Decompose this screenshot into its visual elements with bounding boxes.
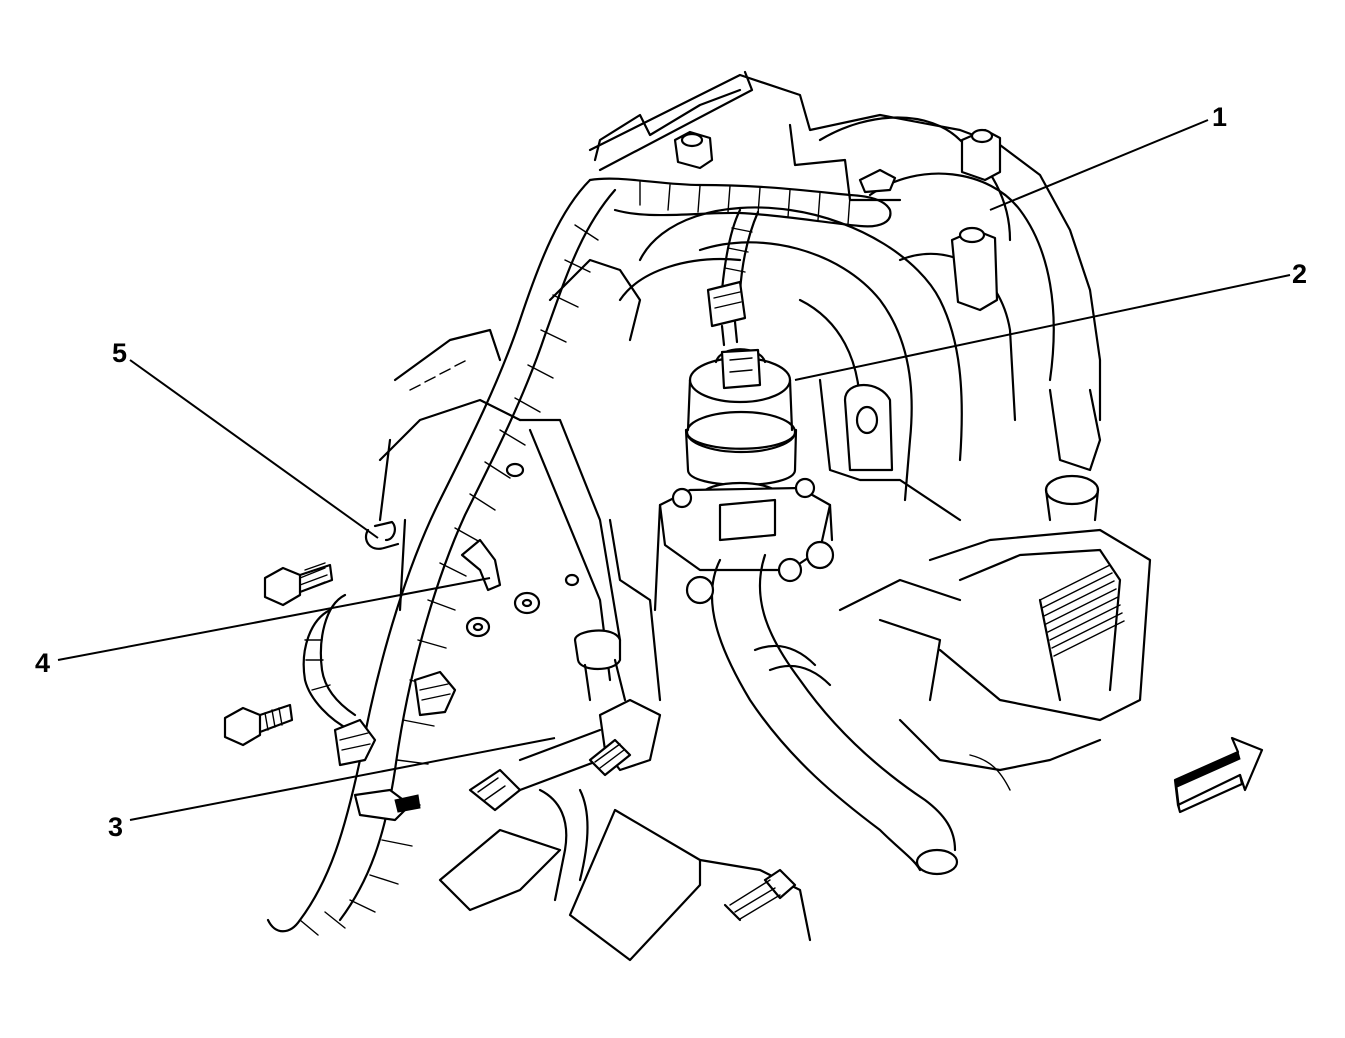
heat-shield bbox=[438, 808, 812, 962]
leader-1 bbox=[989, 119, 1209, 211]
callout-3: 3 bbox=[108, 812, 123, 842]
leader-4 bbox=[57, 577, 491, 661]
front-of-vehicle-arrow-icon bbox=[1173, 736, 1264, 814]
leader-3 bbox=[129, 737, 556, 821]
callout-1: 1 bbox=[1212, 102, 1227, 132]
large-hose bbox=[685, 540, 959, 876]
harness-connectors bbox=[333, 670, 457, 767]
callout-2: 2 bbox=[1292, 259, 1307, 289]
leader-lines bbox=[57, 119, 1291, 821]
bolt-upper bbox=[263, 562, 334, 607]
bracket-4 bbox=[460, 538, 502, 592]
callout-5: 5 bbox=[112, 338, 127, 368]
valve-cover bbox=[898, 388, 1152, 791]
manifold-bolt-bosses bbox=[673, 128, 1002, 472]
bolt-lower bbox=[223, 703, 294, 747]
washers bbox=[465, 462, 580, 638]
callout-labels: 1 2 3 4 5 bbox=[35, 102, 1307, 842]
egr-pipe-bracket bbox=[468, 629, 662, 902]
leader-5 bbox=[129, 359, 379, 539]
clip-5 bbox=[364, 520, 400, 550]
harness-clamp bbox=[353, 788, 421, 822]
stud-bolt bbox=[723, 868, 797, 922]
leader-2 bbox=[794, 274, 1291, 381]
callout-4: 4 bbox=[35, 648, 50, 678]
egr-valve bbox=[653, 280, 834, 612]
